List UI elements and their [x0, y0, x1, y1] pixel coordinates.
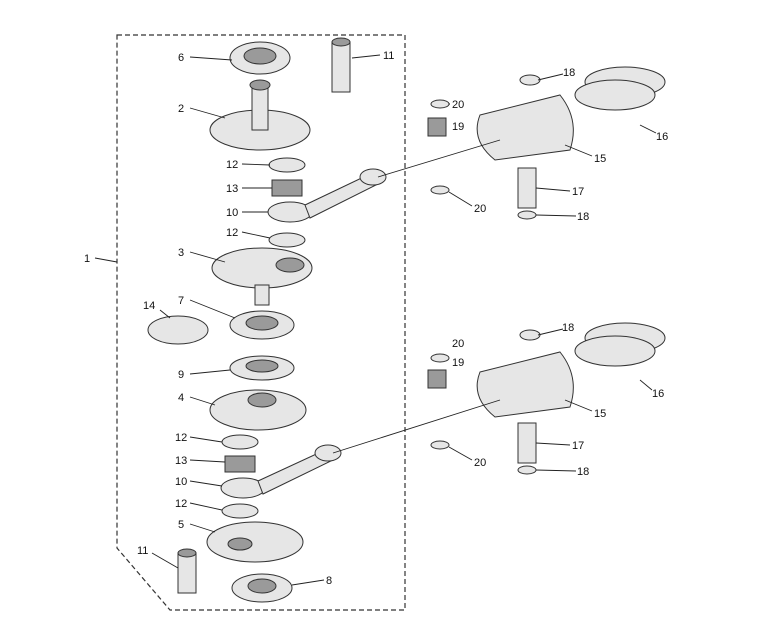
- assembly-boundary: [116, 34, 406, 611]
- label-10b: 10: [175, 476, 187, 488]
- crank-5: [206, 521, 304, 563]
- bearing-6: [229, 41, 291, 75]
- label-14: 14: [143, 300, 155, 312]
- piston-group-lower: [332, 322, 666, 475]
- piston-group-upper: [377, 66, 666, 220]
- label-15-u: 15: [594, 153, 606, 165]
- washer-12d: [221, 503, 259, 519]
- washer-12a: [268, 157, 306, 173]
- label-13a: 13: [226, 183, 238, 195]
- label-18-u1: 18: [563, 67, 575, 79]
- seal-9: [229, 355, 295, 381]
- label-7: 7: [178, 295, 184, 307]
- conrod-10b: [220, 444, 342, 499]
- label-19-u: 19: [452, 121, 464, 133]
- bearing-7: [229, 310, 295, 340]
- washer-12c: [221, 434, 259, 450]
- conrod-10a: [267, 168, 387, 223]
- label-12b: 12: [226, 227, 238, 239]
- bearing-8: [231, 573, 293, 603]
- label-20-u2: 20: [474, 203, 486, 215]
- label-12d: 12: [175, 498, 187, 510]
- needle-13a: [271, 179, 303, 197]
- label-15-l: 15: [594, 408, 606, 420]
- label-19-l: 19: [452, 357, 464, 369]
- label-12a: 12: [226, 159, 238, 171]
- label-9: 9: [178, 369, 184, 381]
- crank-3: [211, 247, 313, 306]
- label-1: 1: [84, 253, 90, 265]
- part-labels: 1 6 11 2 12 13 10 12 3 14 7 9 4 12 13 10…: [84, 50, 668, 587]
- ring-14: [147, 315, 209, 345]
- leader-lines: [94, 54, 657, 586]
- pin-11-bottom: [177, 548, 197, 594]
- label-11-top: 11: [383, 50, 394, 62]
- label-6: 6: [178, 52, 184, 64]
- label-8: 8: [326, 575, 332, 587]
- label-20-l2: 20: [474, 457, 486, 469]
- crank-4: [209, 389, 307, 431]
- label-20-u1: 20: [452, 99, 464, 111]
- label-18-l1: 18: [562, 322, 574, 334]
- label-20-l1: 20: [452, 338, 464, 350]
- label-4: 4: [178, 392, 184, 404]
- label-12c: 12: [175, 432, 187, 444]
- label-3: 3: [178, 247, 184, 259]
- pin-11-top: [331, 37, 351, 93]
- label-18-u2: 18: [577, 211, 589, 223]
- needle-13b: [224, 455, 256, 473]
- label-5: 5: [178, 519, 184, 531]
- label-16-l: 16: [652, 388, 664, 400]
- label-2: 2: [178, 103, 184, 115]
- label-16-u: 16: [656, 131, 668, 143]
- label-18-l2: 18: [577, 466, 589, 478]
- label-17-l: 17: [572, 440, 584, 452]
- label-10a: 10: [226, 207, 238, 219]
- label-17-u: 17: [572, 186, 584, 198]
- label-13b: 13: [175, 455, 187, 467]
- label-11-bottom: 11: [137, 545, 148, 557]
- crank-2: [209, 79, 311, 151]
- washer-12b: [268, 232, 306, 248]
